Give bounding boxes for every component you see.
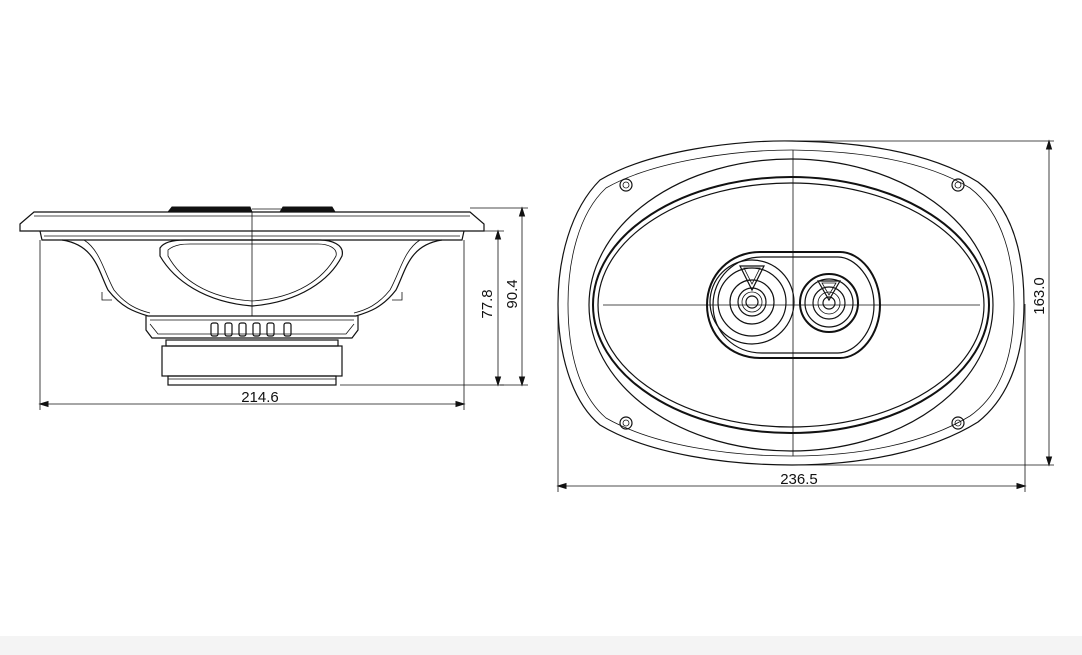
side-height-total-label: 90.4	[504, 279, 521, 308]
side-view-dimensions: 214.6 77.8 90.4	[38, 206, 528, 410]
front-width-label: 236.5	[780, 471, 818, 488]
side-height-inner-label: 77.8	[479, 289, 496, 318]
terminal-pins	[210, 322, 292, 337]
front-height-label: 163.0	[1031, 277, 1048, 315]
tweeter-right	[799, 273, 859, 333]
tweeter-left	[709, 259, 795, 345]
mounting-holes	[619, 178, 965, 430]
bottom-edge-strip	[0, 636, 1082, 655]
speaker-front-view	[557, 140, 1025, 466]
speaker-side-view	[19, 206, 485, 386]
side-width-label: 214.6	[241, 389, 279, 406]
front-view-dimensions: 236.5 163.0	[556, 139, 1054, 492]
